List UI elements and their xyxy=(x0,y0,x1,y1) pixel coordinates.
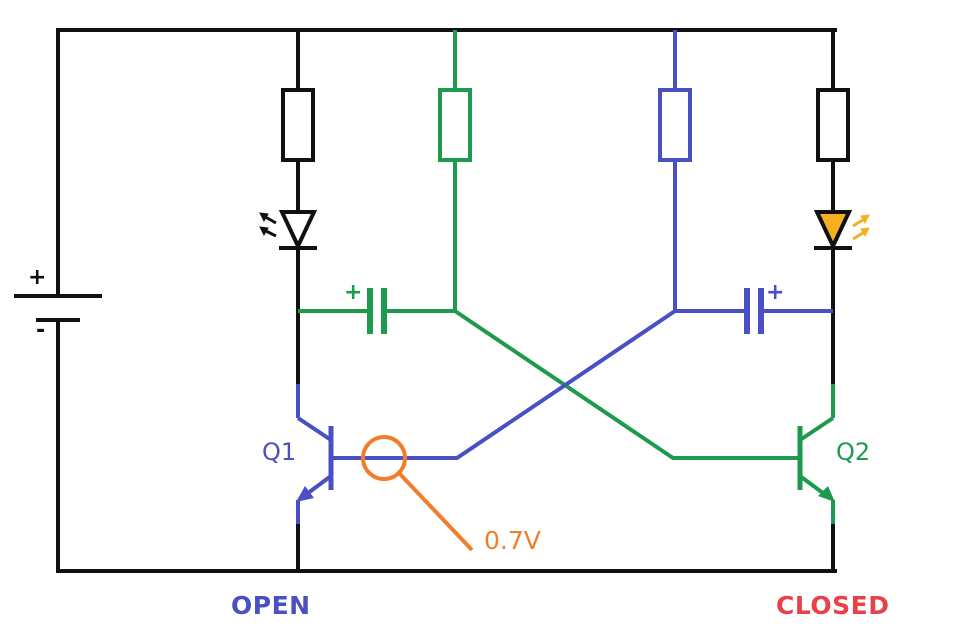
cap-right-plus-label: + xyxy=(766,280,785,305)
battery-minus-label: - xyxy=(36,318,46,343)
q1-state-open: OPEN xyxy=(231,591,311,620)
battery xyxy=(14,294,102,322)
voltage-label: 0.7V xyxy=(484,526,541,555)
q2-emitter-arrow-icon xyxy=(818,486,835,502)
led-left-rays-icon xyxy=(259,212,277,238)
led-right-rays-icon xyxy=(852,214,870,241)
q1-emitter-arrow-icon xyxy=(296,486,314,502)
green-network xyxy=(298,30,835,524)
led-right-on xyxy=(813,210,870,251)
resistor-left xyxy=(281,88,315,162)
cap-left-plus-label: + xyxy=(344,280,363,305)
power-rails xyxy=(56,28,837,573)
battery-plus-label: + xyxy=(28,265,47,290)
base-voltage-callout xyxy=(361,435,474,552)
resistor-right xyxy=(816,88,850,162)
q2-label: Q2 xyxy=(836,438,871,466)
blue-network xyxy=(296,30,833,524)
resistor-green xyxy=(438,88,472,162)
q2-state-closed: CLOSED xyxy=(776,591,890,620)
led-left-off xyxy=(259,210,318,251)
left-collector-branch xyxy=(281,30,315,571)
right-collector-branch xyxy=(816,30,850,571)
q1-label: Q1 xyxy=(262,438,297,466)
resistor-blue xyxy=(658,88,692,162)
